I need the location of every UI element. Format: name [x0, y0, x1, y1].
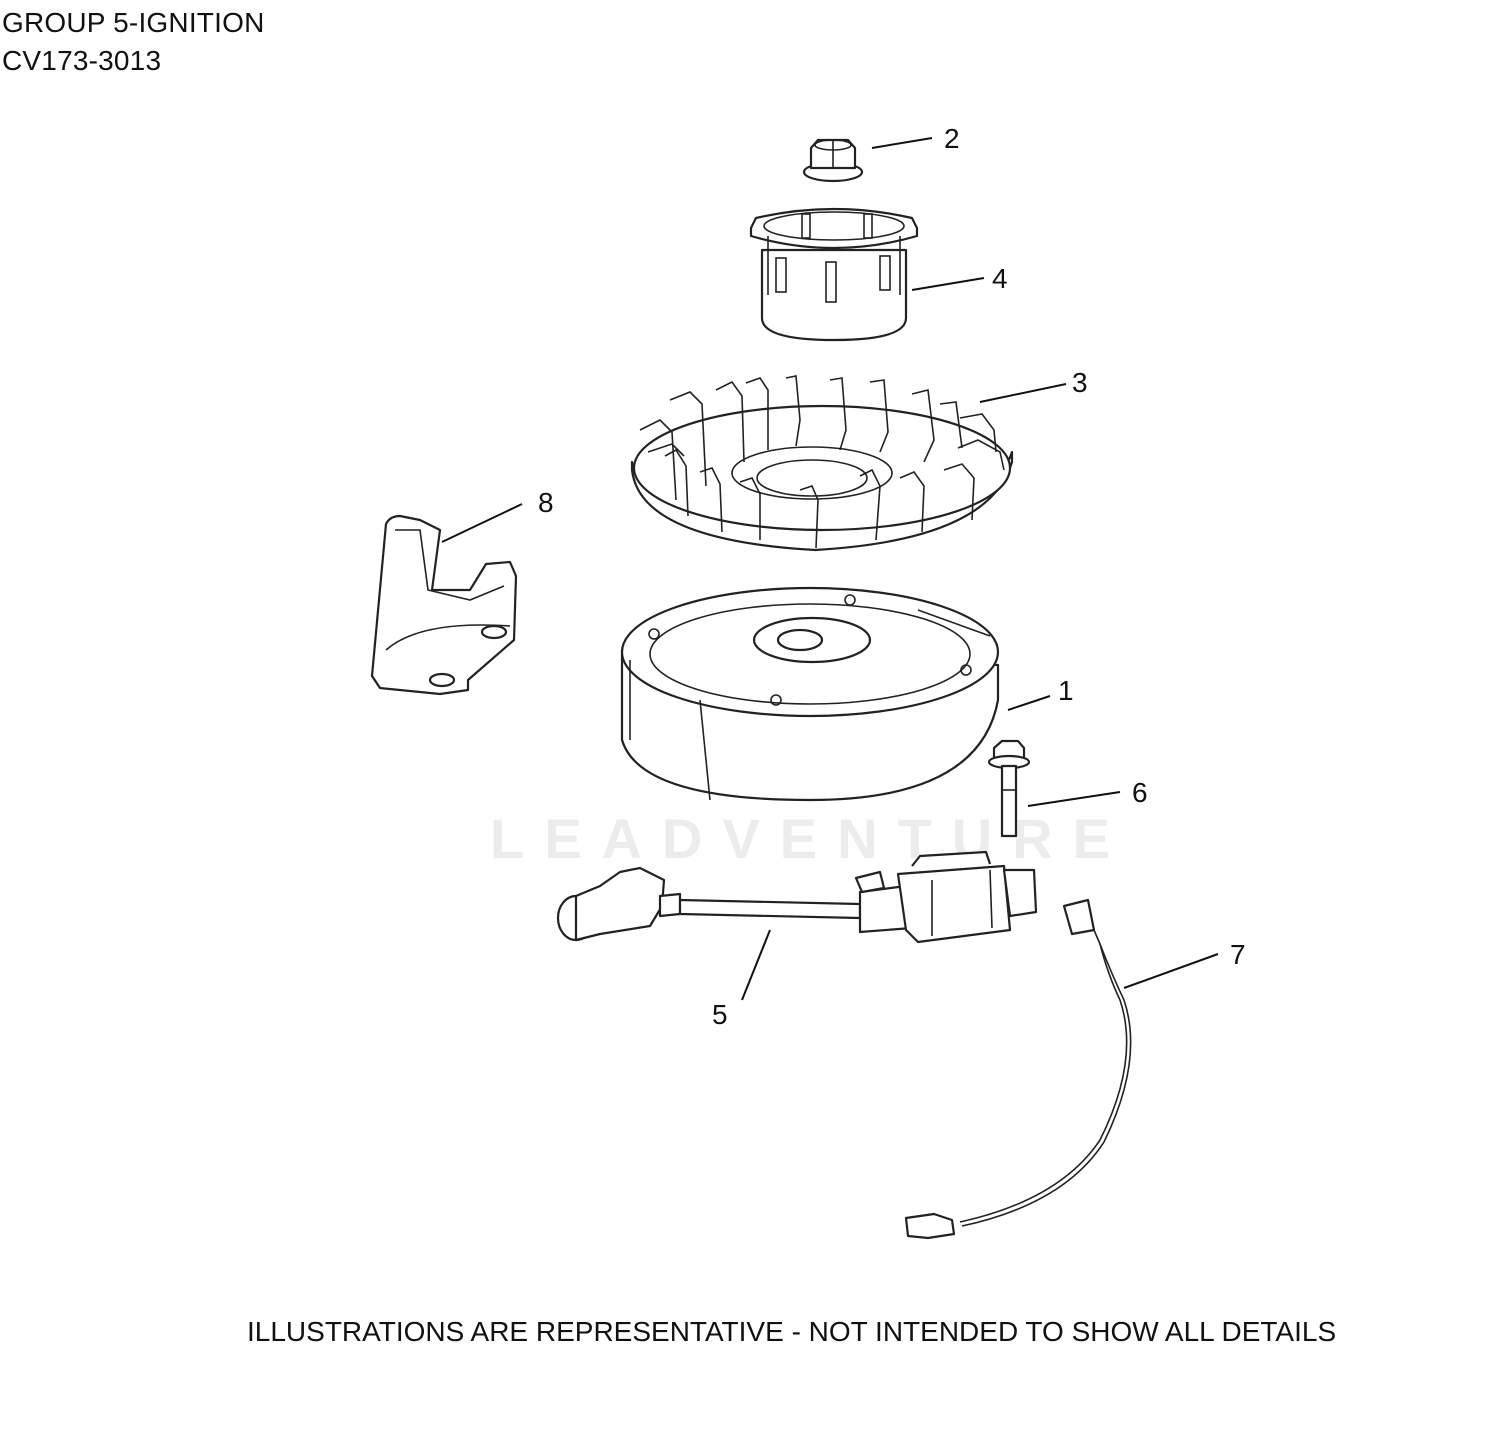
callout-4: 4 — [992, 263, 1008, 294]
disclaimer-text: ILLUSTRATIONS ARE REPRESENTATIVE - NOT I… — [247, 1316, 1337, 1347]
model-number: CV173-3013 — [2, 45, 162, 76]
group-title: GROUP 5-IGNITION — [2, 7, 265, 38]
part-6-bolt — [987, 739, 1031, 838]
callout-8: 8 — [538, 487, 554, 518]
part-8-mounting-bracket — [370, 514, 518, 696]
callout-6: 6 — [1132, 777, 1148, 808]
part-1-flywheel — [620, 586, 1000, 802]
part-4-retainer-cup — [749, 207, 919, 342]
callout-5: 5 — [712, 999, 728, 1030]
callout-1: 1 — [1058, 675, 1074, 706]
part-2-flange-nut — [802, 138, 864, 183]
part-3-cooling-fan — [630, 375, 1014, 552]
leader-lines — [441, 137, 1219, 1001]
part-5-ignition-module — [556, 850, 1038, 944]
part-7-ground-lead — [904, 898, 1132, 1240]
callout-3: 3 — [1072, 367, 1088, 398]
callout-7: 7 — [1230, 939, 1246, 970]
callout-2: 2 — [944, 123, 960, 154]
